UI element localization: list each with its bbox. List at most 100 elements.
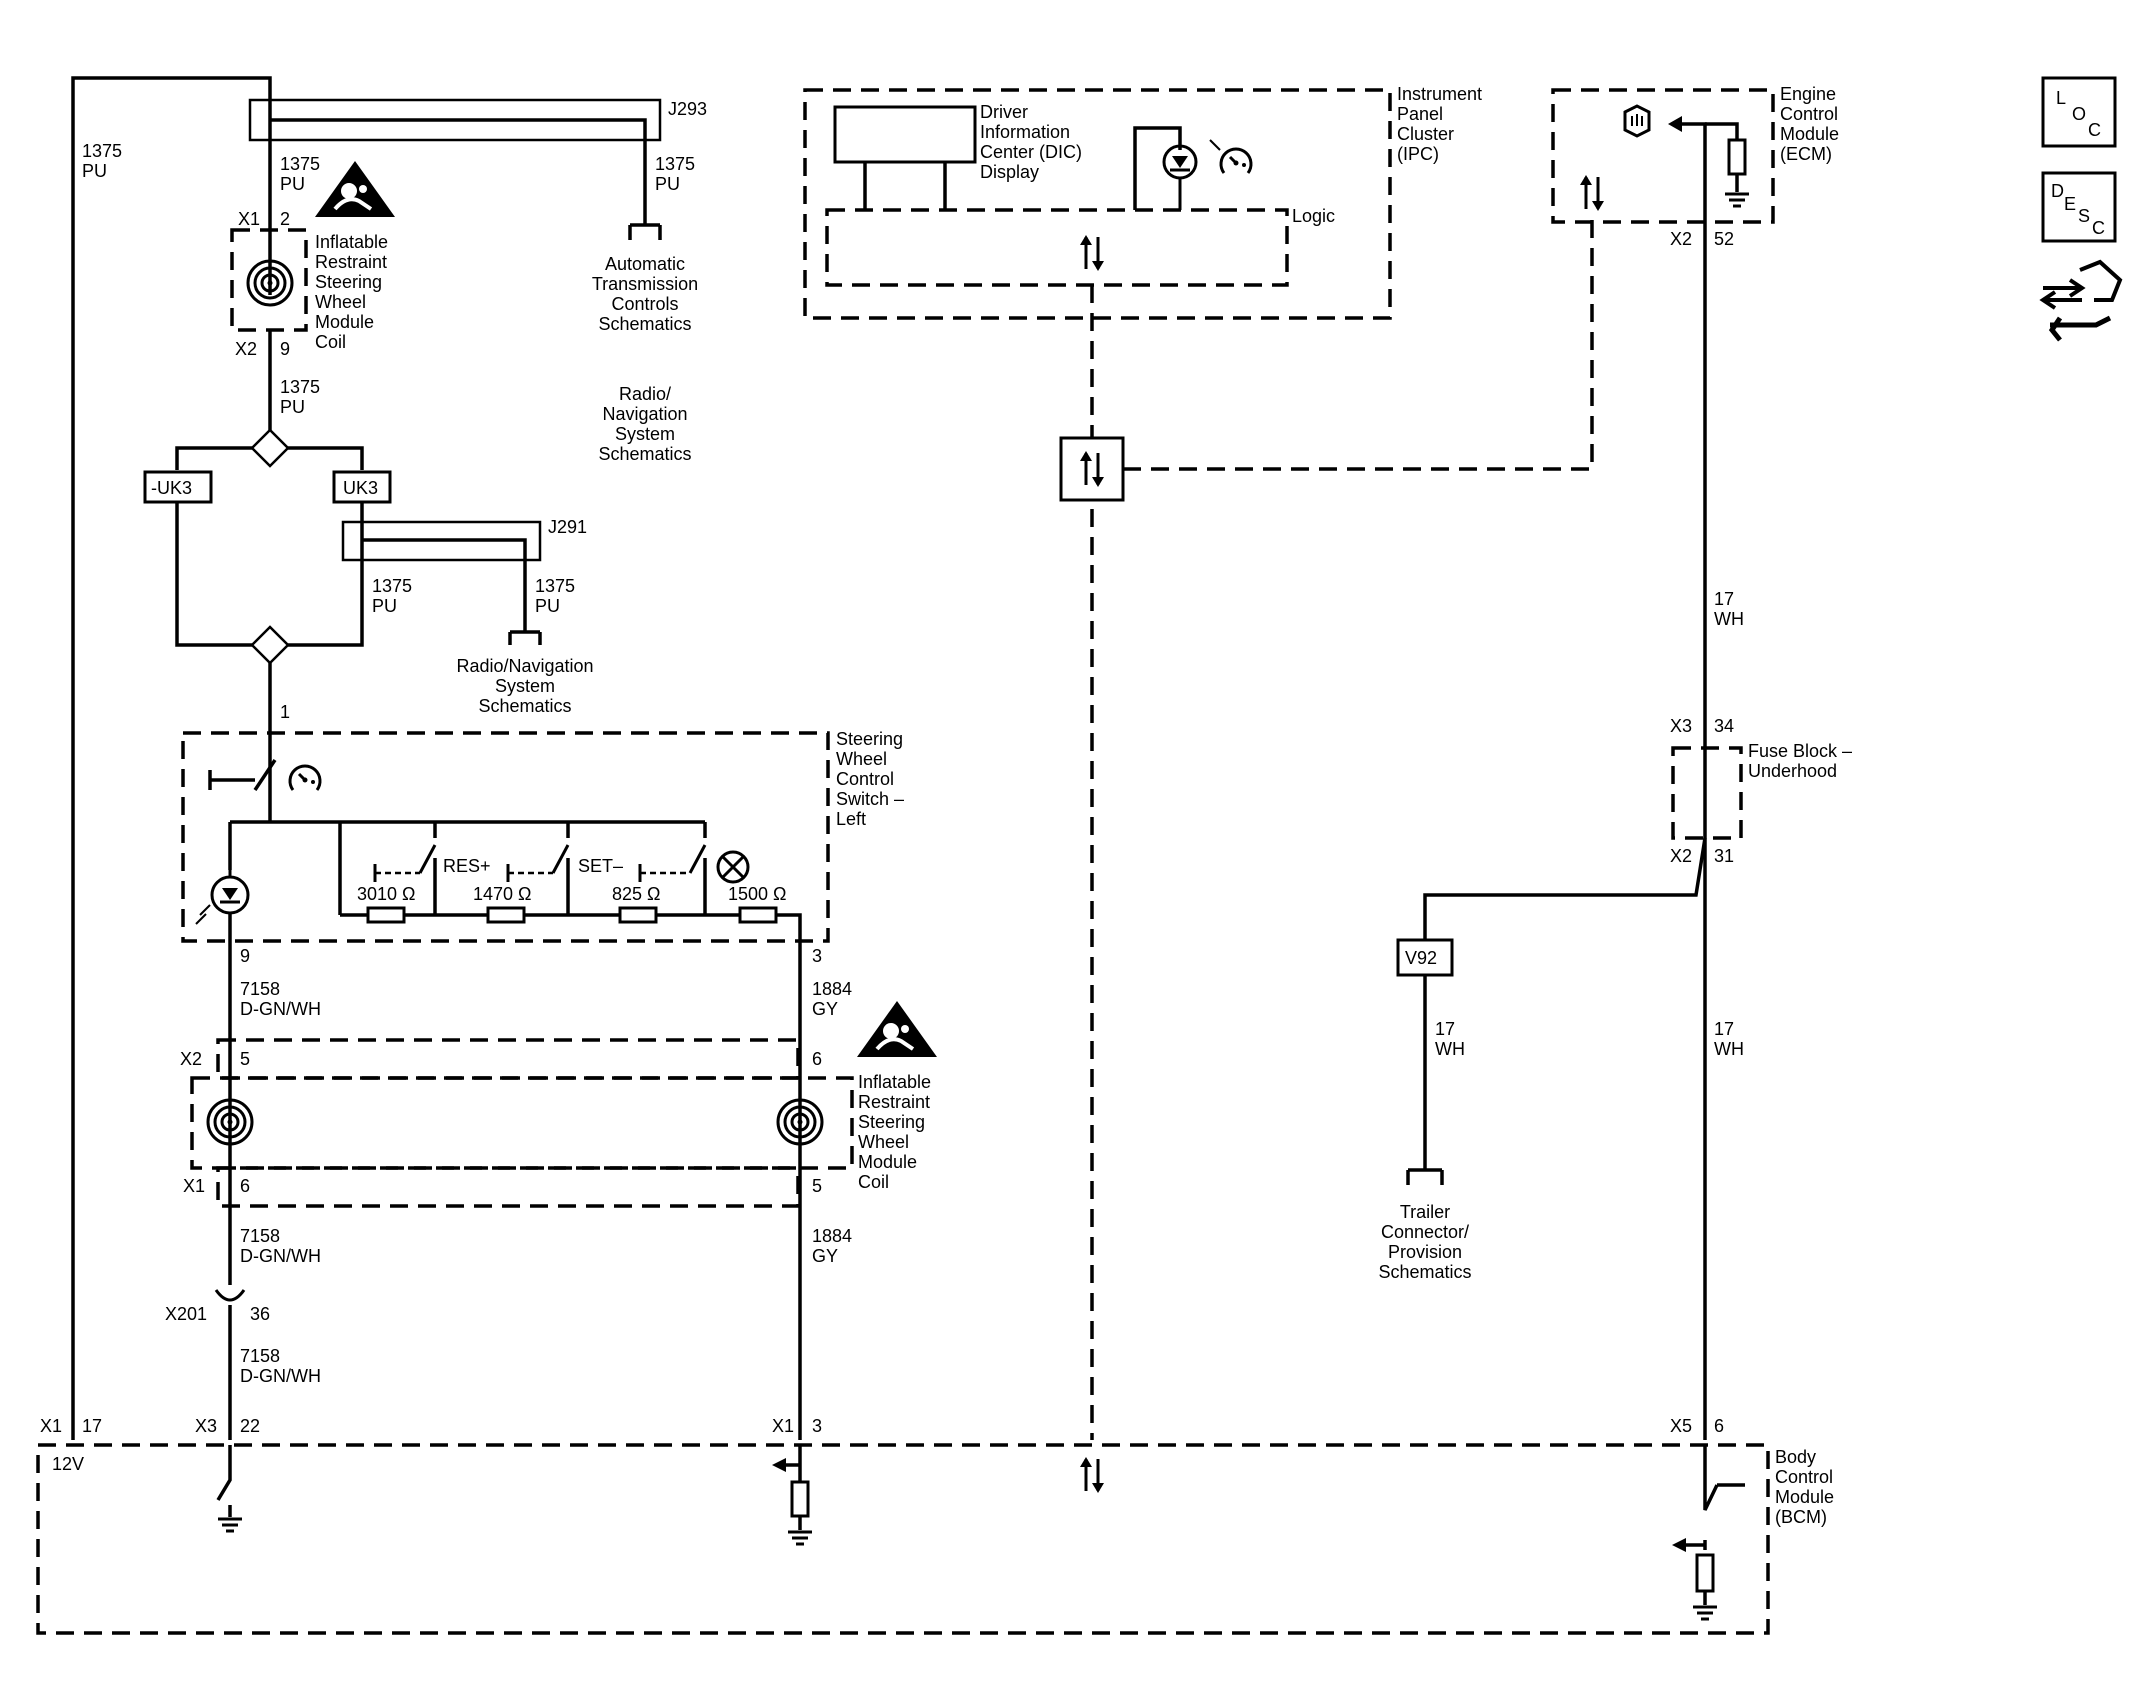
svg-text:6: 6 <box>240 1176 250 1196</box>
svg-text:Controls: Controls <box>611 294 678 314</box>
connector-label: J293 <box>668 99 707 119</box>
svg-text:6: 6 <box>1714 1416 1724 1436</box>
svg-text:Module: Module <box>315 312 374 332</box>
svg-text:D-GN/WH: D-GN/WH <box>240 1246 321 1266</box>
option-label: UK3 <box>343 478 378 498</box>
nav-icons: L O C D E S C <box>2039 76 2123 342</box>
svg-text:Module: Module <box>858 1152 917 1172</box>
svg-text:Control: Control <box>1775 1467 1833 1487</box>
svg-text:C: C <box>2088 120 2101 140</box>
svg-text:6: 6 <box>812 1049 822 1069</box>
svg-text:Schematics: Schematics <box>598 444 691 464</box>
svg-text:X2: X2 <box>1670 846 1692 866</box>
svg-text:9: 9 <box>240 946 250 966</box>
body-control-module <box>36 1443 1770 1635</box>
component-label: Trailer <box>1400 1202 1450 1222</box>
svg-text:X2: X2 <box>235 339 257 359</box>
svg-text:Restraint: Restraint <box>858 1092 930 1112</box>
svg-text:X3: X3 <box>195 1416 217 1436</box>
svg-text:Provision: Provision <box>1388 1242 1462 1262</box>
option-label: V92 <box>1405 948 1437 968</box>
svg-text:Connector/: Connector/ <box>1381 1222 1469 1242</box>
svg-text:1: 1 <box>280 702 290 722</box>
component-label: Instrument <box>1397 84 1482 104</box>
desc-icon[interactable]: D E S C <box>2041 171 2117 243</box>
component-label: Driver <box>980 102 1028 122</box>
svg-text:9: 9 <box>280 339 290 359</box>
svg-text:L: L <box>2056 88 2066 108</box>
svg-text:Control: Control <box>836 769 894 789</box>
svg-text:3010 Ω: 3010 Ω <box>357 884 416 904</box>
svg-text:Coil: Coil <box>315 332 346 352</box>
svg-text:SET–: SET– <box>578 856 623 876</box>
svg-text:Control: Control <box>1780 104 1838 124</box>
svg-text:17: 17 <box>1714 589 1734 609</box>
wire-label: 1375 <box>280 154 320 174</box>
right-circuit <box>1396 222 1743 1440</box>
svg-text:Panel: Panel <box>1397 104 1443 124</box>
svg-text:Module: Module <box>1775 1487 1834 1507</box>
svg-text:5: 5 <box>812 1176 822 1196</box>
connector-repair-icon[interactable] <box>2039 259 2123 342</box>
svg-text:1884: 1884 <box>812 979 852 999</box>
svg-text:12V: 12V <box>52 1454 84 1474</box>
svg-text:System: System <box>495 676 555 696</box>
svg-text:RES+: RES+ <box>443 856 491 876</box>
svg-text:1375: 1375 <box>372 576 412 596</box>
svg-text:X2: X2 <box>1670 229 1692 249</box>
left-circuit <box>71 76 662 1440</box>
labels: 1375 PU 1375 PU 1375 PU J293 X1 2 X2 9 I… <box>40 84 1852 1527</box>
svg-text:WH: WH <box>1714 609 1744 629</box>
component-label: Body <box>1775 1447 1816 1467</box>
svg-text:31: 31 <box>1714 846 1734 866</box>
svg-text:Wheel: Wheel <box>315 292 366 312</box>
svg-text:C: C <box>2092 218 2105 238</box>
steering-wheel-control-switch <box>181 731 830 1440</box>
svg-text:34: 34 <box>1714 716 1734 736</box>
svg-text:X1: X1 <box>772 1416 794 1436</box>
svg-text:X201: X201 <box>165 1304 207 1324</box>
wire-label: 1375 <box>82 141 122 161</box>
wire-label: PU <box>655 174 680 194</box>
svg-text:1375: 1375 <box>535 576 575 596</box>
svg-text:Wheel: Wheel <box>836 749 887 769</box>
engine-control-module <box>1551 88 1775 224</box>
svg-text:3: 3 <box>812 1416 822 1436</box>
svg-text:Navigation: Navigation <box>602 404 687 424</box>
svg-text:1884: 1884 <box>812 1226 852 1246</box>
component-label: Engine <box>1780 84 1836 104</box>
svg-text:7158: 7158 <box>240 1226 280 1246</box>
wire-label: PU <box>280 174 305 194</box>
svg-text:X5: X5 <box>1670 1416 1692 1436</box>
svg-text:GY: GY <box>812 1246 838 1266</box>
component-label: Steering <box>836 729 903 749</box>
svg-text:Underhood: Underhood <box>1748 761 1837 781</box>
svg-text:Steering: Steering <box>315 272 382 292</box>
svg-text:D-GN/WH: D-GN/WH <box>240 1366 321 1386</box>
svg-text:7158: 7158 <box>240 1346 280 1366</box>
svg-text:Transmission: Transmission <box>592 274 698 294</box>
svg-text:WH: WH <box>1435 1039 1465 1059</box>
svg-text:1470 Ω: 1470 Ω <box>473 884 532 904</box>
wire-label: 1375 <box>655 154 695 174</box>
component-label: Radio/Navigation <box>456 656 593 676</box>
svg-text:E: E <box>2064 194 2076 214</box>
svg-text:52: 52 <box>1714 229 1734 249</box>
bottom-coil-module <box>190 941 939 1440</box>
loc-icon[interactable]: L O C <box>2041 76 2117 148</box>
svg-text:PU: PU <box>372 596 397 616</box>
svg-text:Schematics: Schematics <box>598 314 691 334</box>
svg-text:System: System <box>615 424 675 444</box>
svg-text:O: O <box>2072 104 2086 124</box>
svg-text:GY: GY <box>812 999 838 1019</box>
svg-text:3: 3 <box>812 946 822 966</box>
svg-text:Schematics: Schematics <box>478 696 571 716</box>
connector-label: J291 <box>548 517 587 537</box>
svg-text:D: D <box>2051 181 2064 201</box>
svg-text:1500 Ω: 1500 Ω <box>728 884 787 904</box>
svg-text:Switch –: Switch – <box>836 789 904 809</box>
svg-text:X2: X2 <box>180 1049 202 1069</box>
svg-text:Coil: Coil <box>858 1172 889 1192</box>
component-label: Fuse Block – <box>1748 741 1852 761</box>
svg-text:(ECM): (ECM) <box>1780 144 1832 164</box>
